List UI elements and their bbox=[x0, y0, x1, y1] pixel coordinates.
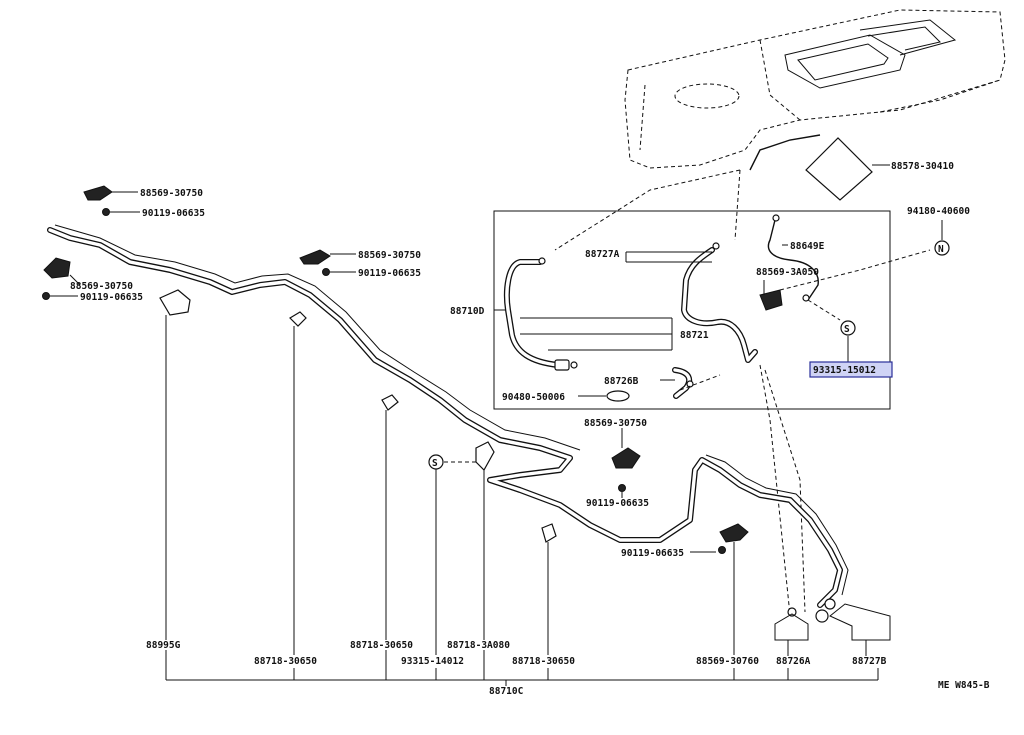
label-90480-50006[interactable]: 90480-50006 bbox=[502, 392, 565, 403]
label-88569-30750-c[interactable]: 88569-30750 bbox=[70, 281, 133, 292]
tube-bundle-88710C[interactable] bbox=[47, 224, 849, 608]
fitting-88727B[interactable] bbox=[815, 598, 836, 623]
clip-88569-30750-b[interactable] bbox=[299, 249, 331, 276]
dashboard-outline bbox=[624, 9, 1006, 169]
highlight-93315-15012 bbox=[809, 361, 893, 378]
insulator-pad-88578[interactable] bbox=[805, 137, 888, 201]
fitting-88726A[interactable] bbox=[787, 607, 797, 617]
label-93315-14012[interactable]: 93315-14012 bbox=[401, 656, 464, 667]
label-88569-30750-a[interactable]: 88569-30750 bbox=[140, 188, 203, 199]
marker-S-detail-text: S bbox=[844, 324, 850, 335]
hose-88727A[interactable] bbox=[681, 242, 758, 363]
label-88718-30650-b[interactable]: 88718-30650 bbox=[350, 640, 413, 651]
bracket-88569-3A050[interactable] bbox=[759, 289, 810, 311]
label-90119-06635-d[interactable]: 90119-06635 bbox=[586, 498, 649, 509]
label-88718-30650-c[interactable]: 88718-30650 bbox=[512, 656, 575, 667]
marker-N: N bbox=[934, 240, 950, 256]
marker-N-text: N bbox=[938, 244, 944, 255]
label-90119-06635-c[interactable]: 90119-06635 bbox=[80, 292, 143, 303]
label-90119-06635-e[interactable]: 90119-06635 bbox=[621, 548, 684, 559]
clip-88569-30750-d[interactable] bbox=[611, 447, 641, 492]
wire-88649E[interactable] bbox=[767, 214, 819, 301]
label-88995G[interactable]: 88995G bbox=[146, 640, 181, 651]
label-88726A[interactable]: 88726A bbox=[776, 656, 811, 667]
leader-lines bbox=[50, 164, 943, 686]
label-88569-30760[interactable]: 88569-30760 bbox=[696, 656, 759, 667]
label-88578-30410[interactable]: 88578-30410 bbox=[891, 161, 954, 172]
label-88721[interactable]: 88721 bbox=[680, 330, 709, 341]
grommet-90480[interactable] bbox=[606, 390, 630, 402]
heater-pipe bbox=[749, 134, 821, 171]
clip-88569-30750-c[interactable] bbox=[42, 257, 71, 300]
label-88727A[interactable]: 88727A bbox=[585, 249, 620, 260]
clamp-88718-30650-a[interactable] bbox=[289, 311, 307, 327]
label-88569-30750-b[interactable]: 88569-30750 bbox=[358, 250, 421, 261]
clamp-88718-30650-b[interactable] bbox=[381, 394, 399, 411]
part-labels: 88569-30750 90119-06635 88569-30750 9011… bbox=[70, 161, 990, 697]
label-88726B[interactable]: 88726B bbox=[604, 376, 639, 387]
tube-88726B[interactable] bbox=[672, 367, 694, 399]
bracket-88995G[interactable] bbox=[159, 289, 191, 316]
label-88718-3A080[interactable]: 88718-3A080 bbox=[447, 640, 510, 651]
hose-88710D[interactable] bbox=[503, 257, 578, 371]
label-88569-3A050[interactable]: 88569-3A050 bbox=[756, 267, 819, 278]
clamp-88718-3A080[interactable] bbox=[475, 441, 495, 471]
label-88718-30650-a[interactable]: 88718-30650 bbox=[254, 656, 317, 667]
marker-S-main-text: S bbox=[432, 458, 438, 469]
diagram-code: ME W845-B bbox=[938, 680, 990, 691]
clip-88569-30750-a[interactable] bbox=[83, 185, 113, 216]
marker-S-main: S bbox=[428, 454, 444, 470]
label-88649E[interactable]: 88649E bbox=[790, 241, 825, 252]
clamp-88718-30650-c[interactable] bbox=[541, 523, 557, 543]
label-88710D[interactable]: 88710D bbox=[450, 306, 485, 317]
label-93315-15012[interactable]: 93315-15012 bbox=[813, 365, 876, 376]
label-88710C[interactable]: 88710C bbox=[489, 686, 524, 697]
marker-S-detail: S bbox=[840, 320, 856, 336]
label-94180-40600[interactable]: 94180-40600 bbox=[907, 206, 970, 217]
label-90119-06635-b[interactable]: 90119-06635 bbox=[358, 268, 421, 279]
label-88569-30750-d[interactable]: 88569-30750 bbox=[584, 418, 647, 429]
label-88727B[interactable]: 88727B bbox=[852, 656, 887, 667]
label-90119-06635-a[interactable]: 90119-06635 bbox=[142, 208, 205, 219]
clip-88569-30760[interactable] bbox=[718, 523, 749, 554]
